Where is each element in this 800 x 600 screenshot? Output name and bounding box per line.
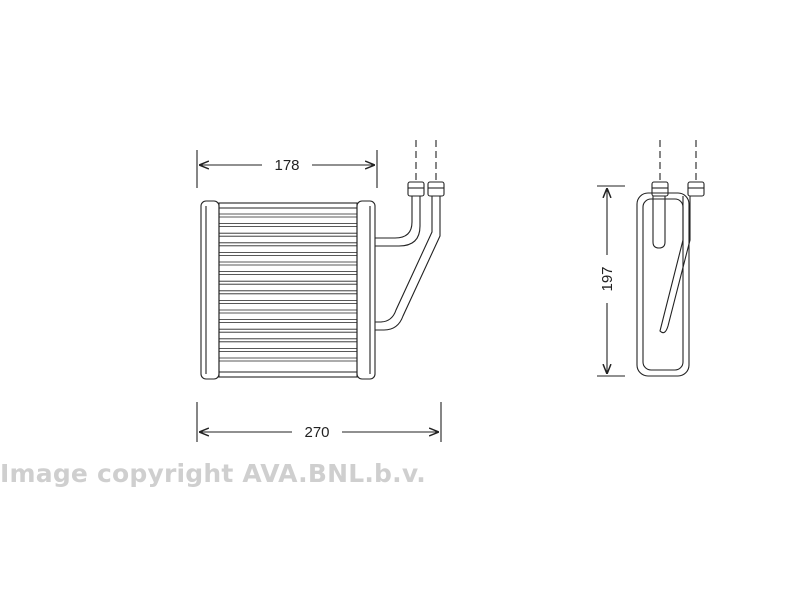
side-body <box>636 192 690 377</box>
dimension-197 <box>597 185 625 377</box>
side-view <box>636 140 705 377</box>
copyright-watermark: Image copyright AVA.BNL.b.v. <box>0 459 426 488</box>
inlet-outlet-pipes <box>375 140 445 331</box>
dimension-270-label: 270 <box>304 424 329 441</box>
dimension-197-label: 197 <box>599 266 616 291</box>
dimension-178 <box>196 150 378 188</box>
core-frame <box>218 202 358 378</box>
left-tank <box>200 200 220 380</box>
dimension-178-label: 178 <box>274 157 299 174</box>
right-tank <box>356 200 376 380</box>
front-view <box>200 140 445 380</box>
dimension-270 <box>196 402 442 442</box>
core-fins <box>219 213 357 362</box>
